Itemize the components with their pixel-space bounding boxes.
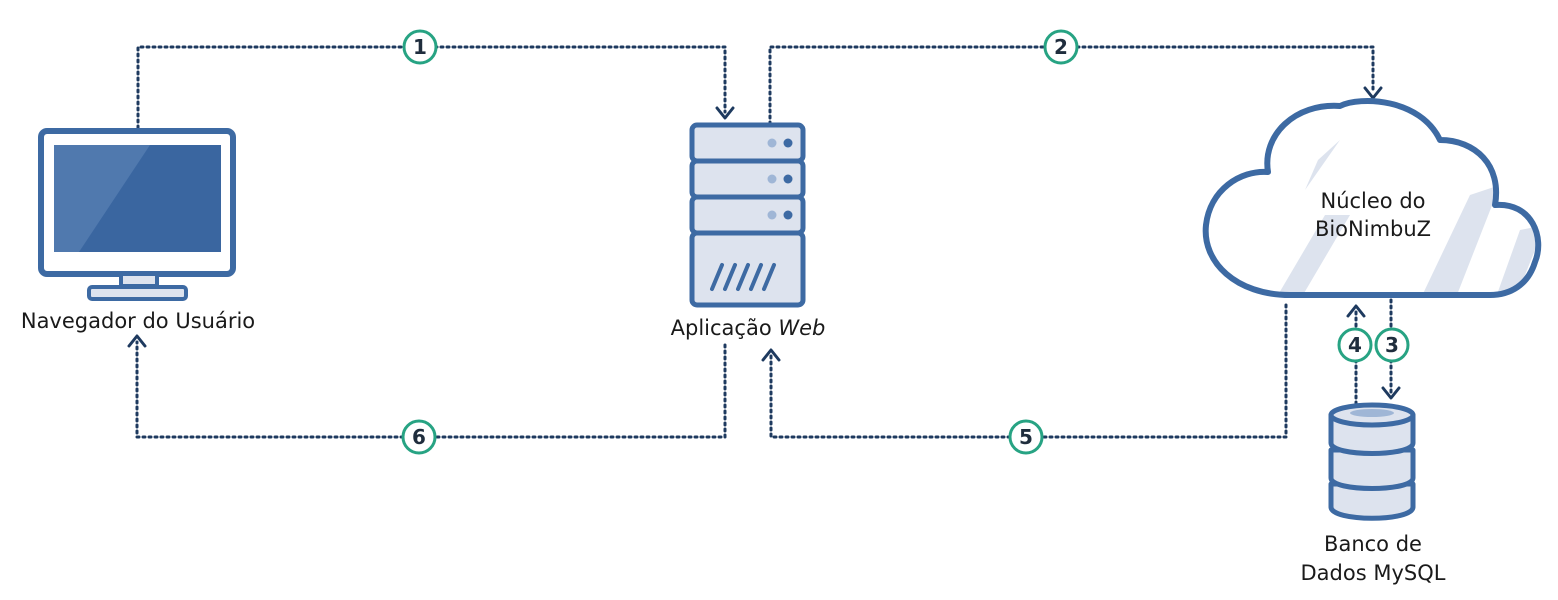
- cloud-icon: [1202, 98, 1542, 298]
- core-label-line2: BioNimbuZ: [1315, 217, 1431, 241]
- core-node: Núcleo do BioNimbuZ: [1202, 98, 1542, 298]
- database-node: Banco de Dados MySQL: [1301, 402, 1446, 585]
- server-icon: [689, 122, 806, 308]
- step-label: 6: [412, 425, 426, 449]
- webapp-label-italic: Web: [778, 316, 825, 340]
- browser-label: Navegador do Usuário: [21, 309, 255, 333]
- flow-5: [769, 303, 1288, 439]
- browser-node: Navegador do Usuário: [21, 128, 255, 333]
- step-label: 5: [1019, 425, 1033, 449]
- database-icon: [1328, 402, 1416, 521]
- step-label: 2: [1054, 35, 1068, 59]
- step-badge-1: 1: [402, 29, 438, 65]
- webapp-label-prefix: Aplicação: [671, 316, 779, 340]
- webapp-node: Aplicação Web: [671, 122, 826, 340]
- database-label-line1: Banco de: [1324, 532, 1422, 556]
- arrowhead-6: [127, 334, 147, 348]
- arrowhead-3: [1381, 386, 1401, 400]
- step-badge-6: 6: [401, 419, 437, 455]
- arrowhead-2: [1363, 86, 1383, 100]
- step-badge-5: 5: [1008, 419, 1044, 455]
- step-badge-4: 4: [1337, 327, 1373, 363]
- database-label-line2: Dados MySQL: [1301, 561, 1446, 585]
- flow-6: [135, 340, 727, 439]
- arrowhead-4: [1346, 304, 1366, 318]
- arrowhead-5: [761, 348, 781, 362]
- core-label-line1: Núcleo do: [1320, 189, 1425, 213]
- step-badge-3: 3: [1374, 327, 1410, 363]
- step-badge-2: 2: [1043, 29, 1079, 65]
- step-badges: 1 2 3 4 5 6: [401, 29, 1410, 455]
- step-label: 3: [1385, 333, 1399, 357]
- step-label: 4: [1348, 333, 1362, 357]
- step-label: 1: [413, 35, 427, 59]
- monitor-icon: [38, 128, 236, 301]
- arrowhead-1: [715, 106, 735, 120]
- webapp-label: Aplicação Web: [671, 316, 826, 340]
